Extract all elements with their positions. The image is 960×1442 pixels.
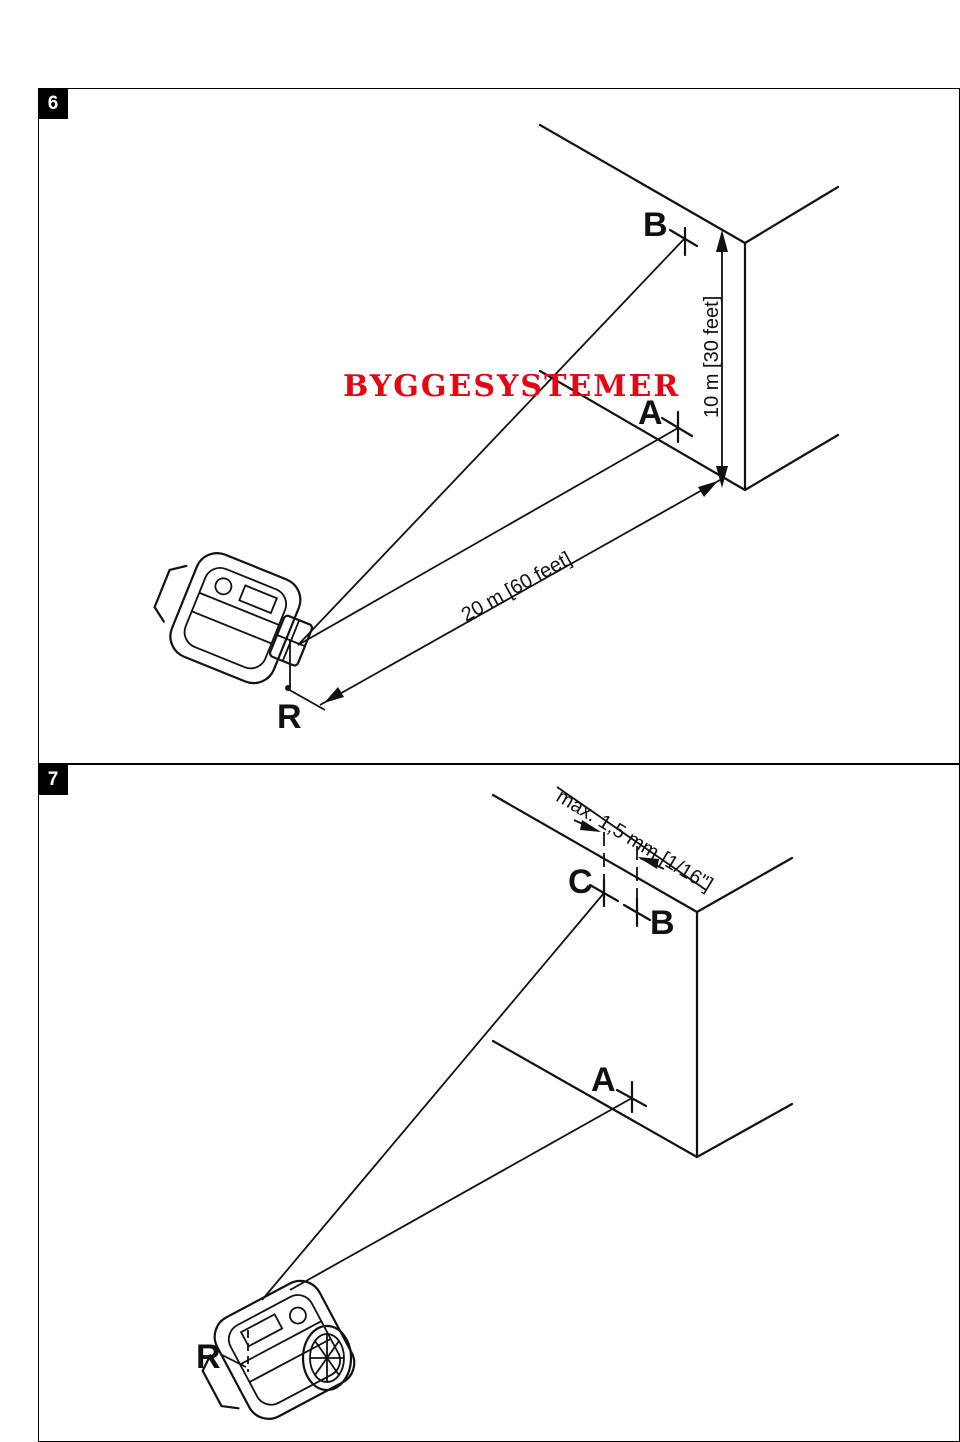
mark-c-cross bbox=[588, 878, 620, 908]
label-a: A bbox=[638, 394, 663, 432]
laser-beams-6 bbox=[297, 237, 686, 646]
label-a-7: A bbox=[591, 1061, 616, 1099]
vertical-dimension-arrow bbox=[716, 230, 728, 488]
wall-corner-7 bbox=[491, 793, 794, 1159]
watermark-logo: BYGGESYSTEMER bbox=[343, 369, 680, 404]
dimension-vertical-text: 10 m [30 feet] bbox=[701, 296, 723, 418]
label-b-7: B bbox=[650, 904, 675, 942]
mark-b-cross bbox=[668, 226, 699, 257]
label-b: B bbox=[643, 206, 668, 244]
label-c: C bbox=[568, 863, 593, 901]
laser-beams-7 bbox=[261, 892, 633, 1301]
label-r-7: R bbox=[196, 1338, 221, 1376]
figure-7-drawing: C B A R max. 1,5 mm [1/16"] bbox=[196, 785, 794, 1420]
figure-7-number: 7 bbox=[38, 765, 68, 795]
rotating-laser-tool-6 bbox=[153, 552, 314, 685]
rotating-laser-tool-7 bbox=[201, 1279, 356, 1420]
plumb-point-r bbox=[285, 685, 291, 691]
figure-6-drawing: B A R 10 m [30 feet] 20 m [60 feet] BYGG… bbox=[153, 123, 840, 736]
mark-b-cross-7 bbox=[622, 896, 652, 928]
dimension-horizontal-text: 20 m [60 feet] bbox=[458, 548, 576, 627]
horizontal-dimension-arrow bbox=[285, 479, 721, 711]
mark-a-cross-7 bbox=[615, 1080, 648, 1114]
r-leader-line bbox=[221, 1354, 247, 1368]
mark-a-cross bbox=[660, 410, 694, 444]
rotor-head-icon bbox=[301, 1324, 353, 1392]
figure-6-number: 6 bbox=[38, 89, 68, 119]
wall-corner-6 bbox=[538, 123, 840, 492]
label-r: R bbox=[277, 698, 302, 736]
